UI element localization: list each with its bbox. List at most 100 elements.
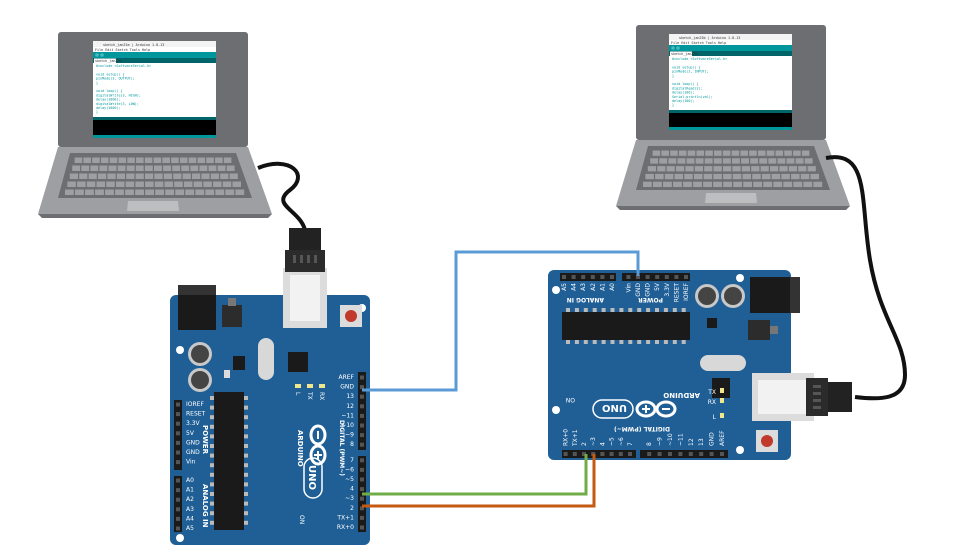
pin-label: Vin (186, 459, 196, 466)
keyboard-key (126, 165, 135, 171)
keyboard-key (153, 157, 162, 163)
chip-pin (681, 340, 686, 344)
ide-left-toolbar (93, 52, 216, 58)
keyboard-key (235, 189, 245, 195)
header-pin (360, 394, 364, 399)
keyboard-key (179, 157, 188, 163)
keyboard-key (784, 150, 792, 156)
ide-code-line: void loop() { (96, 89, 123, 93)
pin-label: 13 (698, 438, 705, 446)
laptop-right: sketch_jan25b | Arduino 1.8.13 File Edit… (616, 25, 850, 210)
header-pin (655, 275, 660, 279)
ide-code-line: Serial.println(val); (672, 95, 713, 99)
chip-pin (244, 482, 248, 487)
keyboard-key (703, 181, 712, 187)
pin-label: ~10 (667, 433, 674, 446)
keyboard-key (713, 166, 722, 172)
keyboard-key (208, 165, 217, 171)
arduino-left-brand: ARDUINO (296, 430, 304, 467)
arduino-left-power-title: POWER (201, 425, 209, 455)
keyboard-key (788, 166, 797, 172)
keyboard-key (770, 166, 779, 172)
led-label: L (294, 392, 301, 396)
chip-pin (244, 501, 248, 506)
header-pin (176, 402, 180, 407)
keyboard-key (753, 181, 763, 187)
pin-label: A2 (590, 283, 597, 291)
chip-pin (672, 308, 677, 312)
pin-label: 8 (646, 442, 653, 446)
keyboard-key (740, 150, 748, 156)
ide-code-line: } (672, 103, 674, 107)
ide-left-title: sketch_jan25a | Arduino 1.8.13 (103, 43, 164, 47)
header-pin (636, 275, 640, 279)
header-pin (176, 440, 180, 445)
header-pin (176, 460, 180, 465)
keyboard-key (135, 173, 144, 179)
keyboard-key (107, 173, 116, 179)
pin-label: 4 (599, 442, 606, 446)
chip-pin (244, 511, 248, 516)
chip-pin (592, 308, 597, 312)
keyboard-key (661, 150, 669, 156)
chip-pin (210, 405, 214, 410)
pin-label: 12 (688, 438, 695, 446)
chip-pin (646, 340, 651, 344)
keyboard-key (125, 181, 135, 187)
pin-label: ~11 (341, 412, 354, 419)
keyboard-key (165, 189, 175, 195)
chip-pin (210, 415, 214, 420)
keyboard-key (188, 157, 197, 163)
chip-pin (619, 340, 624, 344)
ide-right-menu: File Edit Sketch Tools Help (671, 41, 726, 45)
keyboard-key (752, 173, 761, 180)
header-pin (563, 452, 568, 456)
pin-label: GND (645, 283, 652, 297)
pin-label: IOREF (683, 282, 690, 300)
keyboard-key (108, 165, 117, 171)
keyboard-key (213, 181, 222, 187)
keyboard-key (127, 157, 135, 163)
ide-code-line: digitalWrite(3, HIGH); (96, 93, 141, 97)
keyboard-key (650, 158, 659, 164)
pin-label: ~5 (345, 476, 354, 483)
keyboard-key (83, 157, 91, 163)
keyboard-key (135, 189, 144, 195)
keyboard-key (687, 150, 696, 156)
arduino-left-atmega-chip (214, 392, 244, 530)
ide-left-upload-icon (100, 53, 104, 57)
keyboard-key (713, 181, 722, 187)
keyboard-key (92, 157, 100, 163)
chip-pin (663, 308, 668, 312)
keyboard-key (771, 173, 781, 180)
pin-label: 3.3V (664, 282, 671, 297)
header-pin (684, 275, 688, 279)
keyboard-key (201, 173, 210, 179)
pin-label: ~10 (341, 422, 354, 429)
header-pin (664, 275, 669, 279)
pin-label: A2 (186, 496, 194, 503)
led-label: TX (306, 391, 313, 400)
header-pin (678, 452, 683, 456)
header-pin (360, 525, 364, 530)
keyboard-key (162, 157, 170, 163)
ide-code-line: delay(100); (672, 91, 694, 95)
header-pin (176, 421, 180, 426)
pin-label: A3 (186, 506, 194, 513)
keyboard-key (145, 173, 154, 179)
ide-right-titlebar (669, 34, 792, 40)
chip-pin (655, 340, 659, 344)
keyboard-key (664, 173, 674, 180)
keyboard-key (677, 158, 686, 164)
keyboard-key (229, 173, 238, 179)
keyboard-key (807, 166, 816, 172)
chip-pin (210, 501, 214, 506)
keyboard-key (144, 157, 153, 163)
chip-pin (210, 482, 214, 487)
keyboard-key (99, 165, 108, 171)
pin-label: A3 (580, 283, 587, 291)
keyboard-key (773, 181, 783, 187)
